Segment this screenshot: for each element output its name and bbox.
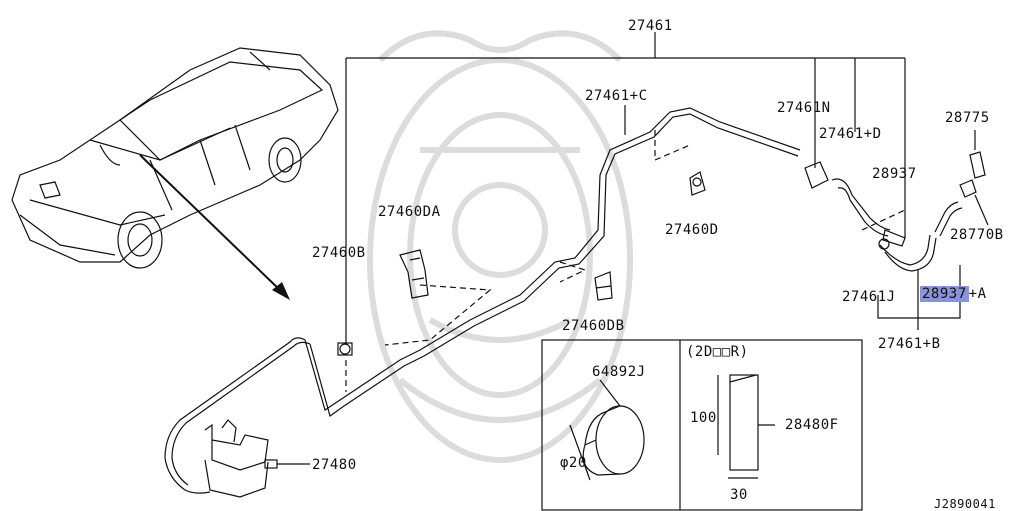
car-illustration (11, 47, 339, 269)
callout-27460b: 27460B (312, 245, 366, 261)
callout-27461-b: 27461+B (878, 336, 941, 352)
inset-door-note: (2D□□R) (686, 344, 749, 360)
callout-28937: 28937 (872, 166, 917, 182)
callout-27460db: 27460DB (562, 318, 625, 334)
callout-28937-a: 28937+A (920, 286, 987, 302)
clip-27460DB (594, 271, 613, 301)
callout-suffix: +A (968, 286, 987, 302)
callout-27461-c: 27461+C (585, 88, 648, 104)
callout-27461j: 27461J (842, 289, 896, 305)
callout-28775: 28775 (945, 110, 990, 126)
clip-27460D (689, 171, 706, 196)
pad-28480F (717, 374, 775, 479)
dim-height: 100 (690, 410, 717, 426)
callout-64892j: 64892J (592, 364, 646, 380)
clip-27460B (337, 342, 353, 356)
washer-reservoir (204, 419, 310, 498)
highlighted-part-number[interactable]: 28937 (920, 286, 969, 302)
callout-28480f: 28480F (785, 417, 839, 433)
dim-diameter: φ20 (560, 455, 587, 471)
callout-27461n: 27461N (777, 100, 831, 116)
dim-width: 30 (730, 487, 748, 503)
callout-27460da: 27460DA (378, 204, 441, 220)
figure-code: J2890041 (934, 497, 996, 511)
callout-28770b: 28770B (950, 227, 1004, 243)
callout-27460d: 27460D (665, 222, 719, 238)
pad-64892J (569, 379, 645, 481)
callout-27480: 27480 (312, 457, 357, 473)
clip-27460DA (399, 249, 429, 299)
callout-27461: 27461 (628, 18, 673, 34)
callout-27461-d: 27461+D (819, 126, 882, 142)
